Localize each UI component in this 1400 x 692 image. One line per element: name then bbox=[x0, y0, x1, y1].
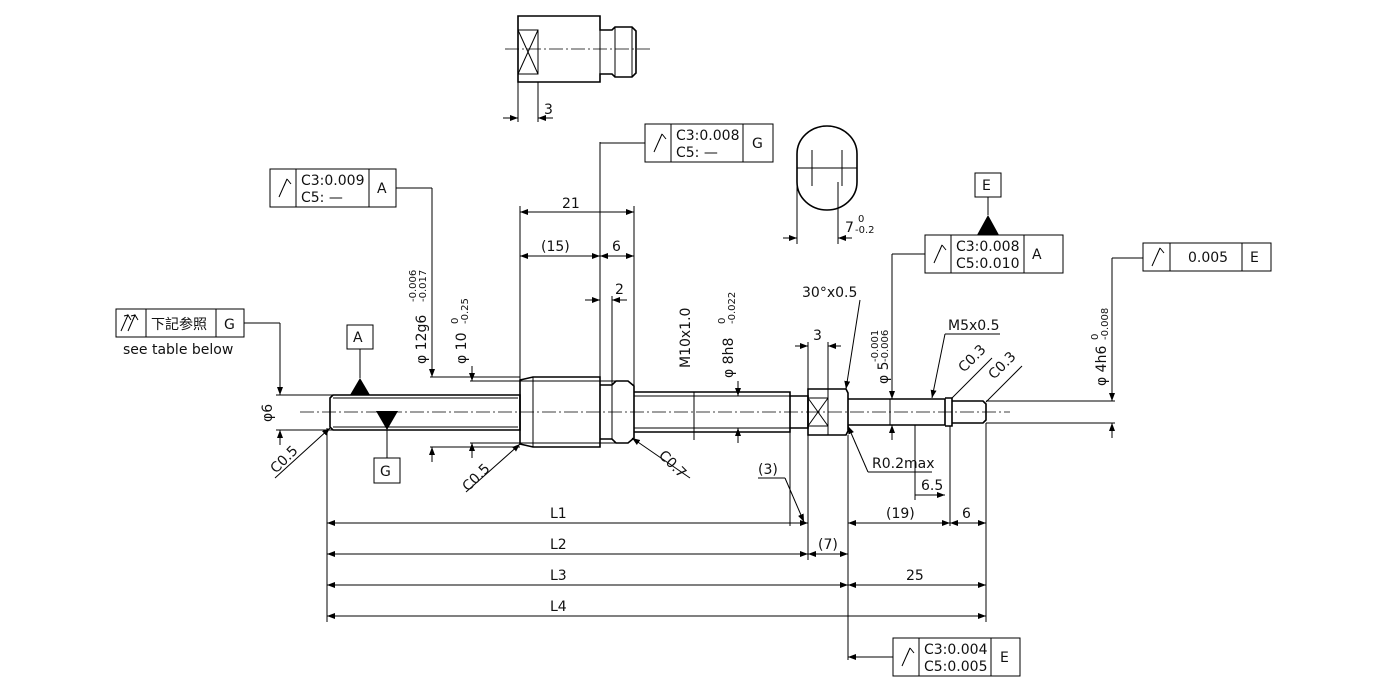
phi6-label: φ6 bbox=[260, 404, 276, 422]
d4-label: φ 4h6 bbox=[1094, 346, 1110, 386]
d10-upper: 0 bbox=[450, 318, 461, 324]
d5-lower: -0.006 bbox=[880, 330, 891, 362]
dim-19: (19) bbox=[886, 506, 915, 522]
dim-7p: (7) bbox=[818, 537, 838, 553]
fcf-gear-datum: G bbox=[752, 136, 763, 152]
flat-section-view: 7 0 -0.2 bbox=[783, 125, 875, 244]
fcf-ref: 下記参照 G see table below bbox=[115, 308, 281, 380]
fcf-gear-c5: C5: — bbox=[676, 145, 718, 161]
fcf-left-c3: C3:0.009 bbox=[301, 173, 364, 189]
top-detail-view: 3 bbox=[503, 15, 650, 122]
d12-lower: -0.017 bbox=[418, 270, 429, 302]
dim-l2: L2 bbox=[550, 537, 567, 553]
dim-25: 25 bbox=[906, 568, 924, 584]
dim-6-right: 6 bbox=[962, 506, 971, 522]
d10-label: φ 10 bbox=[454, 333, 470, 365]
dim-30x05: 30°x0.5 bbox=[802, 285, 857, 301]
svg-text:G: G bbox=[380, 464, 391, 480]
d8-label: φ 8h8 bbox=[721, 338, 737, 378]
diameter-extensions bbox=[276, 376, 1115, 448]
fcf-ref-text: 下記参照 bbox=[151, 316, 207, 333]
d12-label: φ 12g6 bbox=[414, 315, 430, 364]
dim-65: 6.5 bbox=[921, 478, 943, 494]
fcf-bottom: C3:0.004 C5:0.005 E bbox=[848, 637, 1021, 677]
dim-c03a: C0.3 bbox=[956, 342, 990, 376]
m10-label: M10x1.0 bbox=[678, 308, 694, 368]
fcf-bottom-datum: E bbox=[1000, 650, 1009, 666]
dim-21: 21 bbox=[562, 196, 580, 212]
diameter-labels: φ 12g6 -0.006 -0.017 φ 10 0 -0.25 M10x1.… bbox=[408, 200, 1115, 462]
dim-m5: M5x0.5 bbox=[948, 318, 1000, 334]
datum-a: A bbox=[346, 324, 374, 395]
dim-l3: L3 bbox=[550, 568, 567, 584]
fcf-e-mid-datum: A bbox=[1032, 247, 1042, 263]
fcf-left-top: C3:0.009 C5: — A bbox=[269, 168, 433, 210]
dim-r02: R0.2max bbox=[872, 456, 935, 472]
d8-lower: -0.022 bbox=[727, 292, 738, 324]
fcf-tip-value: 0.005 bbox=[1188, 250, 1228, 266]
fcf-gear-c3: C3:0.008 bbox=[676, 128, 739, 144]
fcf-e-mid: C3:0.008 C5:0.010 A bbox=[892, 234, 1064, 274]
dim-3-flat: 3 bbox=[813, 328, 822, 344]
shaft bbox=[300, 376, 1010, 448]
datum-e: E bbox=[974, 172, 1002, 235]
dim-c07: C0.7 bbox=[655, 448, 689, 482]
fcf-gear: C3:0.008 C5: — G bbox=[600, 123, 774, 163]
d4-lower: -0.008 bbox=[1100, 308, 1111, 340]
fcf-tip: 0.005 E bbox=[1112, 242, 1272, 272]
fcf-left-datum: A bbox=[377, 181, 387, 197]
d5-label: φ 5 bbox=[876, 361, 892, 384]
dim-c03b: C0.3 bbox=[986, 349, 1020, 383]
svg-text:A: A bbox=[353, 330, 363, 346]
d5-upper: -0.001 bbox=[870, 330, 881, 362]
dim-15: (15) bbox=[541, 239, 570, 255]
flat-tol-lower: -0.2 bbox=[855, 225, 875, 236]
d4-upper: 0 bbox=[1090, 334, 1101, 340]
dim-l4: L4 bbox=[550, 599, 567, 615]
fcf-bottom-c5: C5:0.005 bbox=[924, 659, 987, 675]
bottom-length-dims: L1 (19) 6 L2 (7) L3 25 L4 bbox=[326, 423, 987, 660]
datum-g: G bbox=[373, 411, 401, 484]
fcf-e-mid-c3: C3:0.008 bbox=[956, 239, 1019, 255]
fcf-ref-datum: G bbox=[224, 317, 235, 333]
fcf-bottom-c3: C3:0.004 bbox=[924, 642, 988, 658]
svg-text:E: E bbox=[982, 178, 991, 194]
dim-l1: L1 bbox=[550, 506, 567, 522]
dim-c05-mid: C0.5 bbox=[460, 461, 494, 495]
d10-lower: -0.25 bbox=[460, 298, 471, 324]
top-view-dim: 3 bbox=[544, 102, 553, 118]
flat-dim: 7 bbox=[845, 220, 854, 236]
phi6-dimension: φ6 bbox=[260, 380, 283, 445]
d8-upper: 0 bbox=[717, 318, 728, 324]
fcf-tip-datum: E bbox=[1250, 250, 1259, 266]
fcf-left-c5: C5: — bbox=[301, 190, 343, 206]
d12-upper: -0.006 bbox=[408, 270, 419, 302]
fcf-ref-note: see table below bbox=[123, 342, 233, 358]
fcf-e-mid-c5: C5:0.010 bbox=[956, 256, 1019, 272]
dim-2: 2 bbox=[615, 282, 624, 298]
dim-3p: (3) bbox=[758, 462, 778, 478]
dim-6-top: 6 bbox=[612, 239, 621, 255]
dim-c05-left: C0.5 bbox=[268, 443, 302, 477]
flat-tol-upper: 0 bbox=[858, 214, 864, 225]
